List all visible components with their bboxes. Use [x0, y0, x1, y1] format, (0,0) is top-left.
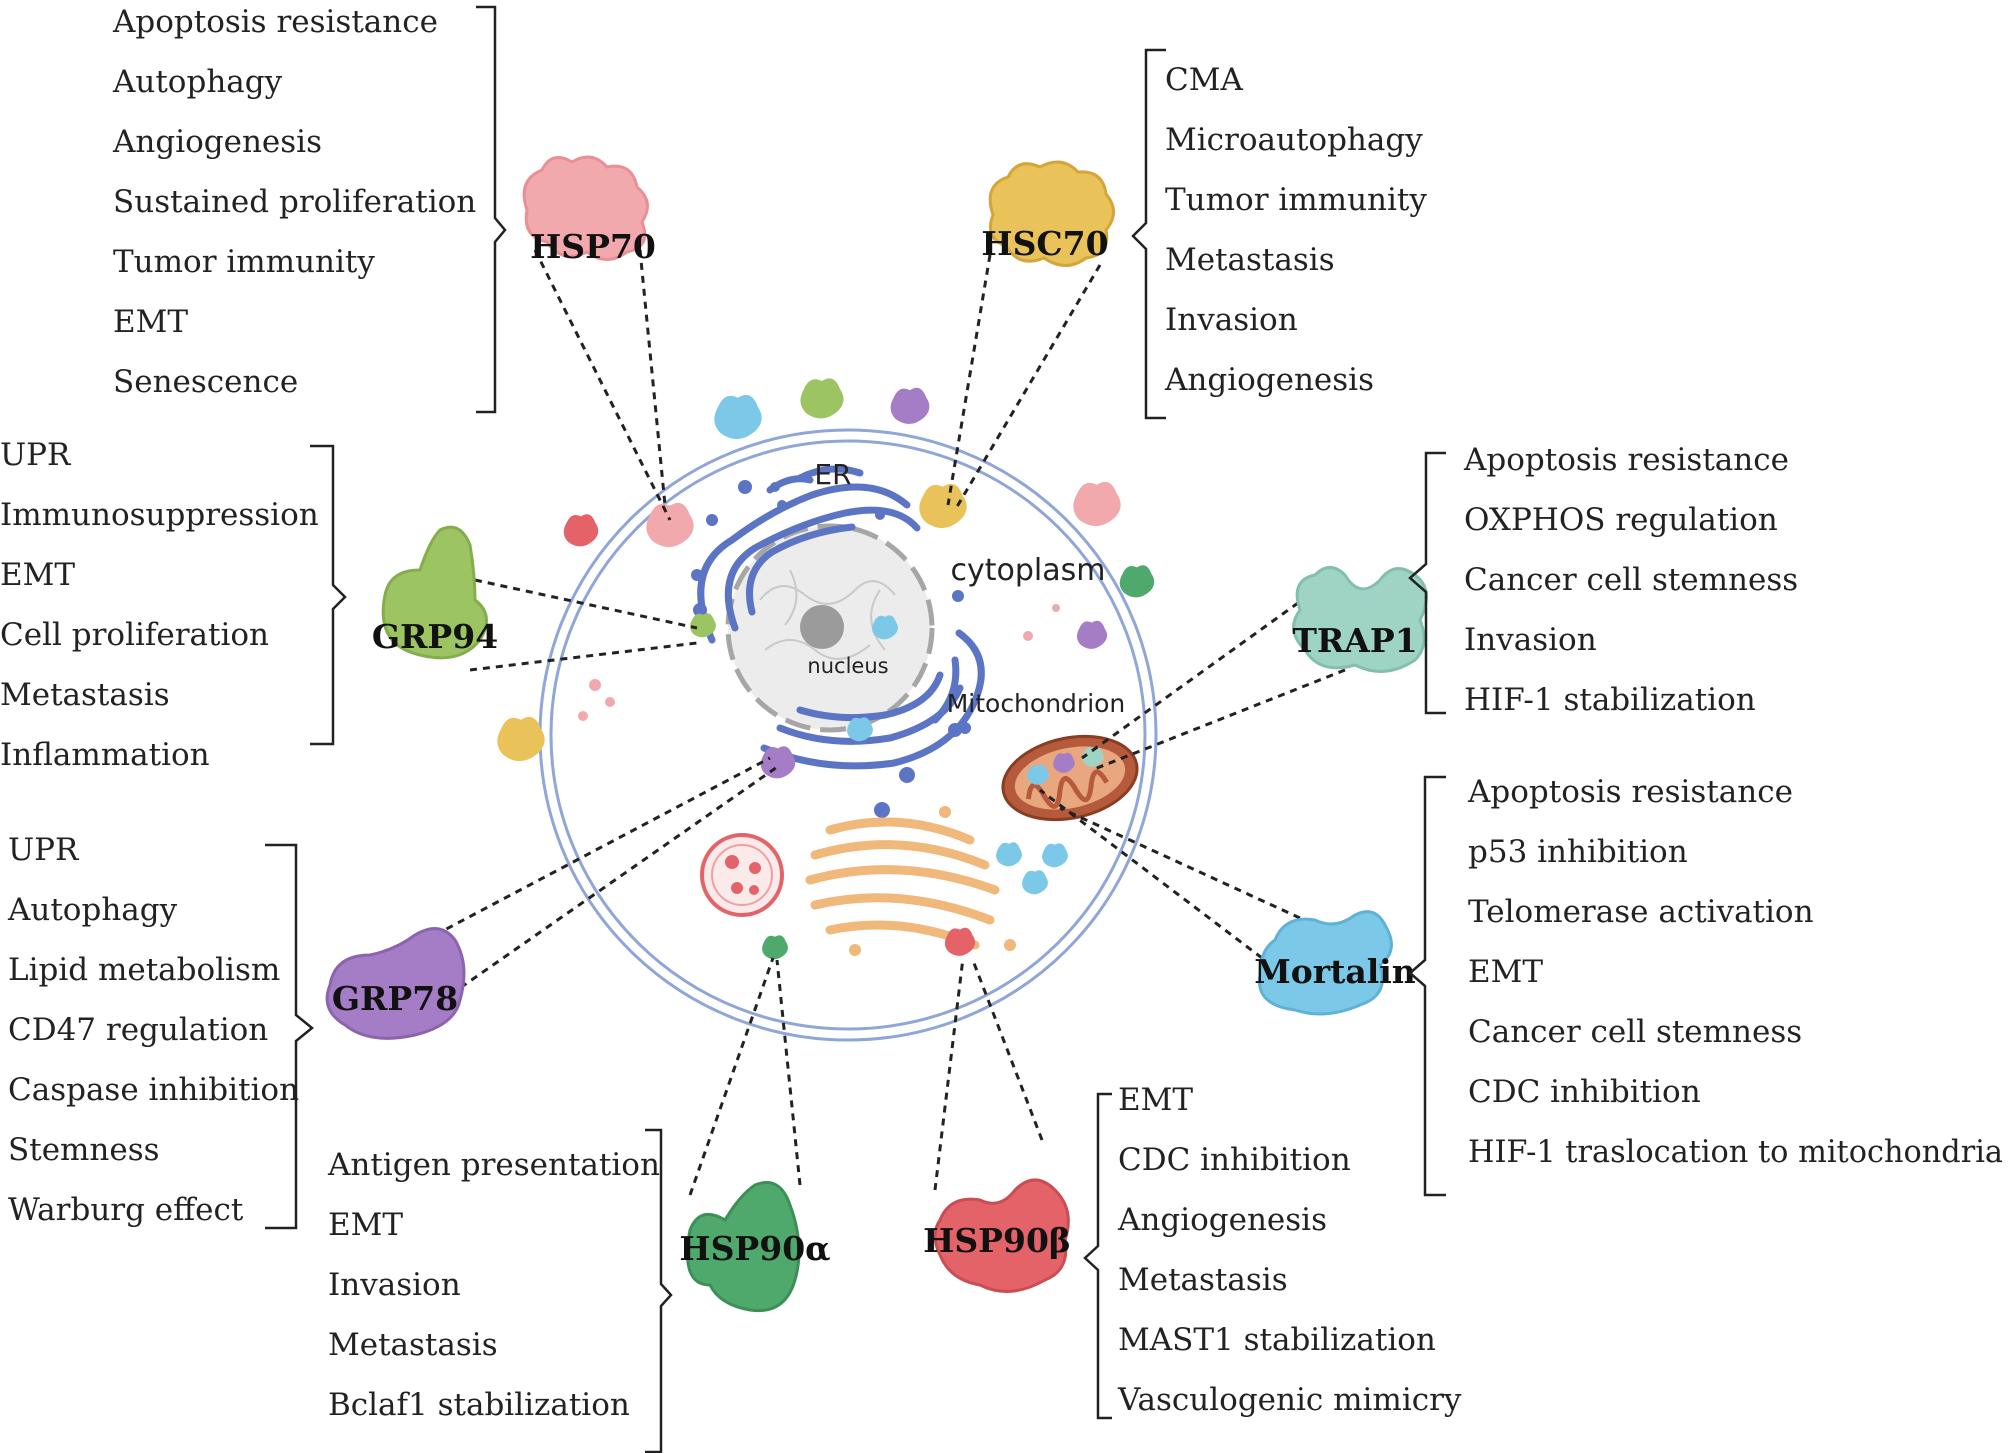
list-item: Bclaf1 stabilization: [328, 1387, 630, 1423]
trap1-function-list: Apoptosis resistance OXPHOS regulation C…: [1463, 442, 1798, 718]
list-item: Warburg effect: [8, 1192, 244, 1228]
hsc70-brace: [1131, 48, 1166, 420]
list-item: Angiogenesis: [112, 124, 322, 160]
hsp70-name: HSP70: [530, 227, 656, 266]
list-item: CDC inhibition: [1468, 1074, 1701, 1110]
list-item: Invasion: [1464, 622, 1597, 658]
list-item: Angiogenesis: [1164, 362, 1374, 398]
list-item: Apoptosis resistance: [112, 4, 438, 40]
hsp90b-function-list: EMT CDC inhibition Angiogenesis Metastas…: [1117, 1082, 1462, 1418]
list-item: Sustained proliferation: [113, 184, 476, 220]
nucleus-label: nucleus: [807, 654, 888, 678]
grp78-protein-icon: GRP78: [325, 927, 466, 1040]
list-item: Cancer cell stemness: [1464, 562, 1798, 598]
list-item: Telomerase activation: [1468, 894, 1814, 930]
list-item: EMT: [1118, 1082, 1193, 1118]
er-label: ER: [814, 458, 851, 491]
list-item: Antigen presentation: [327, 1147, 660, 1183]
hsp90a-brace: [645, 1128, 673, 1453]
list-item: Invasion: [1165, 302, 1298, 338]
mitochondrion-icon: [1001, 734, 1139, 822]
list-item: Metastasis: [0, 677, 170, 713]
er-vesicles: [691, 480, 971, 818]
grp78-name: GRP78: [332, 979, 458, 1018]
list-item: EMT: [0, 557, 75, 593]
list-item: Senescence: [113, 364, 298, 400]
grp78-brace: [265, 843, 314, 1230]
scattered-dots: [578, 604, 1060, 721]
hsp90b-name: HSP90β: [923, 1221, 1071, 1260]
list-item: Autophagy: [112, 64, 283, 100]
mortalin-protein-icon: Mortalin: [1254, 910, 1416, 1016]
hsc70-protein-icon: HSC70: [981, 160, 1115, 267]
hsp70-function-list: Apoptosis resistance Autophagy Angiogene…: [112, 4, 476, 400]
list-item: Stemness: [8, 1132, 160, 1168]
list-item: Metastasis: [1165, 242, 1335, 278]
grp94-function-list: UPR Immunosuppression EMT Cell prolifera…: [0, 437, 319, 773]
mitochondrion-label: Mitochondrion: [947, 689, 1126, 718]
list-item: Cancer cell stemness: [1468, 1014, 1802, 1050]
list-item: CMA: [1165, 62, 1243, 98]
list-item: Cell proliferation: [0, 617, 269, 653]
trap1-name: TRAP1: [1292, 621, 1417, 660]
nucleus-icon: nucleus: [725, 523, 935, 733]
list-item: Angiogenesis: [1117, 1202, 1327, 1238]
list-item: MAST1 stabilization: [1118, 1322, 1436, 1358]
list-item: Apoptosis resistance: [1463, 442, 1789, 478]
golgi-icon: [805, 817, 1000, 950]
list-item: Tumor immunity: [1165, 182, 1427, 218]
list-item: HIF-1 traslocation to mitochondria: [1468, 1134, 2003, 1170]
cell: [538, 428, 1158, 1042]
hsp70-brace: [476, 5, 507, 414]
hsp90a-protein-icon: HSP90α: [679, 1181, 831, 1313]
list-item: CD47 regulation: [8, 1012, 268, 1048]
list-item: HIF-1 stabilization: [1464, 682, 1756, 718]
list-item: Vasculogenic mimicry: [1117, 1382, 1462, 1418]
hsp90b-protein-icon: HSP90β: [923, 1178, 1071, 1293]
braces: [265, 5, 1446, 1453]
grp94-name: GRP94: [372, 617, 498, 656]
list-item: Metastasis: [328, 1327, 498, 1363]
mortalin-brace: [1408, 775, 1446, 1197]
trap1-protein-icon: TRAP1: [1292, 566, 1428, 673]
mortalin-function-list: Apoptosis resistance p53 inhibition Telo…: [1467, 774, 2003, 1170]
list-item: Metastasis: [1118, 1262, 1288, 1298]
list-item: Tumor immunity: [113, 244, 375, 280]
grp94-protein-icon: GRP94: [372, 525, 498, 660]
hsc70-function-list: CMA Microautophagy Tumor immunity Metast…: [1164, 62, 1427, 398]
hsp90b-brace: [1083, 1092, 1112, 1420]
list-item: EMT: [1468, 954, 1543, 990]
grp94-brace: [310, 444, 347, 746]
grp78-function-list: UPR Autophagy Lipid metabolism CD47 regu…: [7, 832, 299, 1228]
list-item: p53 inhibition: [1468, 834, 1688, 870]
list-item: Immunosuppression: [0, 497, 319, 533]
list-item: UPR: [8, 832, 80, 868]
list-item: UPR: [0, 437, 72, 473]
list-item: Caspase inhibition: [8, 1072, 299, 1108]
list-item: Apoptosis resistance: [1467, 774, 1793, 810]
list-item: Autophagy: [7, 892, 178, 928]
cell-membrane-outer: [538, 428, 1158, 1042]
list-item: Inflammation: [0, 737, 210, 773]
er-icon: [697, 465, 985, 770]
lysosome-icon: [700, 833, 784, 917]
cytoplasm-label: cytoplasm: [951, 553, 1106, 588]
cell-membrane-inner: [549, 439, 1147, 1031]
list-item: OXPHOS regulation: [1464, 502, 1778, 538]
trap1-brace: [1408, 451, 1446, 715]
connector-lines: [434, 249, 1346, 1196]
list-item: Lipid metabolism: [8, 952, 280, 988]
mortalin-name: Mortalin: [1254, 952, 1416, 991]
list-item: EMT: [113, 304, 188, 340]
golgi-vesicles: [849, 806, 1016, 956]
hsp90a-name: HSP90α: [679, 1229, 830, 1268]
list-item: Invasion: [328, 1267, 461, 1303]
hsp90a-function-list: Antigen presentation EMT Invasion Metast…: [327, 1147, 660, 1423]
hsp70-protein-icon: HSP70: [522, 155, 656, 266]
list-item: EMT: [328, 1207, 403, 1243]
list-item: Microautophagy: [1165, 122, 1423, 158]
hsc70-name: HSC70: [981, 224, 1108, 263]
list-item: CDC inhibition: [1118, 1142, 1351, 1178]
